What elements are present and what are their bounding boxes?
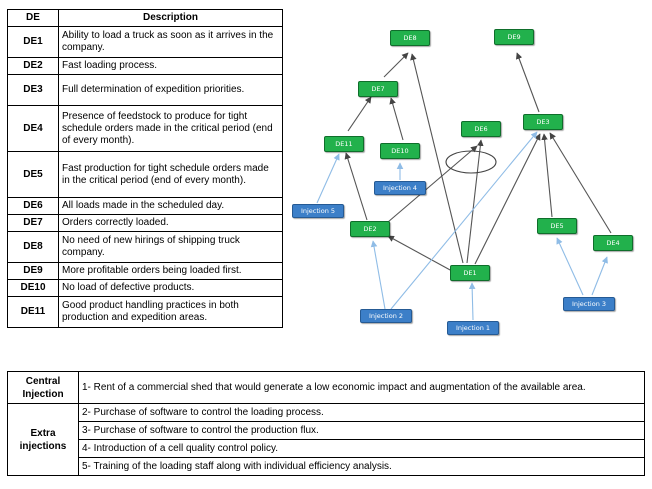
de-description: More profitable orders being loaded firs… <box>58 262 283 280</box>
node-de4: DE4 <box>593 235 633 251</box>
de-code: DE9 <box>7 262 59 280</box>
table-row: 4- Introduction of a cell quality contro… <box>8 439 645 458</box>
link-de7-de8 <box>383 52 409 78</box>
node-de8: DE8 <box>390 30 430 46</box>
node-injection-5: Injection 5 <box>292 204 344 218</box>
table-row: DE9 More profitable orders being loaded … <box>7 262 283 280</box>
node-de1: DE1 <box>450 265 490 281</box>
link-de1-de6 <box>466 139 484 264</box>
desirable-effects-table: DE Description DE1 Ability to load a tru… <box>7 9 283 328</box>
link-inj1-de1 <box>468 282 476 321</box>
node-de10: DE10 <box>380 143 420 159</box>
link-de5-de3 <box>541 133 553 218</box>
de-code: DE11 <box>7 296 59 328</box>
link-de3-de9 <box>515 52 540 113</box>
de-code: DE1 <box>7 26 59 58</box>
table-row: DE5 Fast production for tight schedule o… <box>7 151 283 198</box>
link-inj5-de11 <box>316 153 340 204</box>
de-code: DE7 <box>7 214 59 232</box>
de-description: Ability to load a truck as soon as it ar… <box>58 26 283 58</box>
de-code: DE6 <box>7 197 59 215</box>
extra-injections-label: Extra injections <box>7 403 79 476</box>
de-description: Fast production for tight schedule order… <box>58 151 283 198</box>
node-injection-4: Injection 4 <box>374 181 426 195</box>
de-description: Fast loading process. <box>58 57 283 75</box>
table-row: DE2 Fast loading process. <box>7 57 283 75</box>
node-injection-2: Injection 2 <box>360 309 412 323</box>
table-row: Extra injections 2- Purchase of software… <box>7 403 645 476</box>
de-description: Good product handling practices in both … <box>58 296 283 328</box>
node-de5: DE5 <box>537 218 577 234</box>
de-code: DE5 <box>7 151 59 198</box>
extra-injection-item: 5- Training of the loading staff along w… <box>78 457 645 476</box>
table-row: DE3 Full determination of expedition pri… <box>7 74 283 106</box>
table-row: DE11 Good product handling practices in … <box>7 296 283 328</box>
extra-injection-item: 2- Purchase of software to control the l… <box>78 403 645 422</box>
table-header-row: DE Description <box>7 9 283 27</box>
de-code: DE10 <box>7 279 59 297</box>
column-header-de: DE <box>7 9 59 27</box>
table-row: DE10 No load of defective products. <box>7 279 283 297</box>
link-de1-de2 <box>387 235 453 272</box>
link-de2-de6 <box>387 145 478 223</box>
central-injection-label: Central Injection <box>7 371 79 404</box>
link-de10-de7 <box>389 97 404 141</box>
table-row: 3- Purchase of software to control the p… <box>8 421 645 440</box>
column-header-description: Description <box>58 9 283 27</box>
de-code: DE8 <box>7 231 59 263</box>
de-description: Presence of feedstock to produce for tig… <box>58 105 283 152</box>
table-row: DE7 Orders correctly loaded. <box>7 214 283 232</box>
table-row: DE8 No need of new hirings of shipping t… <box>7 231 283 263</box>
table-row: 5- Training of the loading staff along w… <box>8 457 645 476</box>
de-code: DE3 <box>7 74 59 106</box>
table-row: DE6 All loads made in the scheduled day. <box>7 197 283 215</box>
link-de11-de7 <box>347 96 372 132</box>
injections-table: Central Injection 1- Rent of a commercia… <box>7 371 645 476</box>
cause-effect-diagram: DE8 DE9 DE7 DE6 DE3 DE11 DE10 Injection … <box>287 20 633 345</box>
central-injection-text: 1- Rent of a commercial shed that would … <box>78 371 645 404</box>
de-description: All loads made in the scheduled day. <box>58 197 283 215</box>
link-inj2-de3 <box>390 131 538 310</box>
link-de2-de11 <box>344 152 368 221</box>
node-de2: DE2 <box>350 221 390 237</box>
node-de6: DE6 <box>461 121 501 137</box>
table-row: DE1 Ability to load a truck as soon as i… <box>7 26 283 58</box>
node-de7: DE7 <box>358 81 398 97</box>
link-de1-de3 <box>474 133 541 265</box>
node-de3: DE3 <box>523 114 563 130</box>
node-injection-3: Injection 3 <box>563 297 615 311</box>
de-description: No need of new hirings of shipping truck… <box>58 231 283 263</box>
de-code: DE4 <box>7 105 59 152</box>
table-row: Central Injection 1- Rent of a commercia… <box>7 371 645 404</box>
node-de9: DE9 <box>494 29 534 45</box>
de-code: DE2 <box>7 57 59 75</box>
link-de1-de8 <box>410 53 464 264</box>
link-inj3-de4 <box>591 256 608 296</box>
table-row: DE4 Presence of feedstock to produce for… <box>7 105 283 152</box>
link-inj2-de2 <box>370 240 386 310</box>
extra-injection-item: 4- Introduction of a cell quality contro… <box>78 439 645 458</box>
de-description: Full determination of expedition priorit… <box>58 74 283 106</box>
de-description: Orders correctly loaded. <box>58 214 283 232</box>
node-injection-1: Injection 1 <box>447 321 499 335</box>
node-de11: DE11 <box>324 136 364 152</box>
link-inj3-de5 <box>556 237 584 296</box>
link-de4-de3 <box>549 132 612 234</box>
and-connector-ellipse <box>445 150 497 174</box>
extra-injection-item: 3- Purchase of software to control the p… <box>78 421 645 440</box>
de-description: No load of defective products. <box>58 279 283 297</box>
diagram-links <box>316 52 612 321</box>
